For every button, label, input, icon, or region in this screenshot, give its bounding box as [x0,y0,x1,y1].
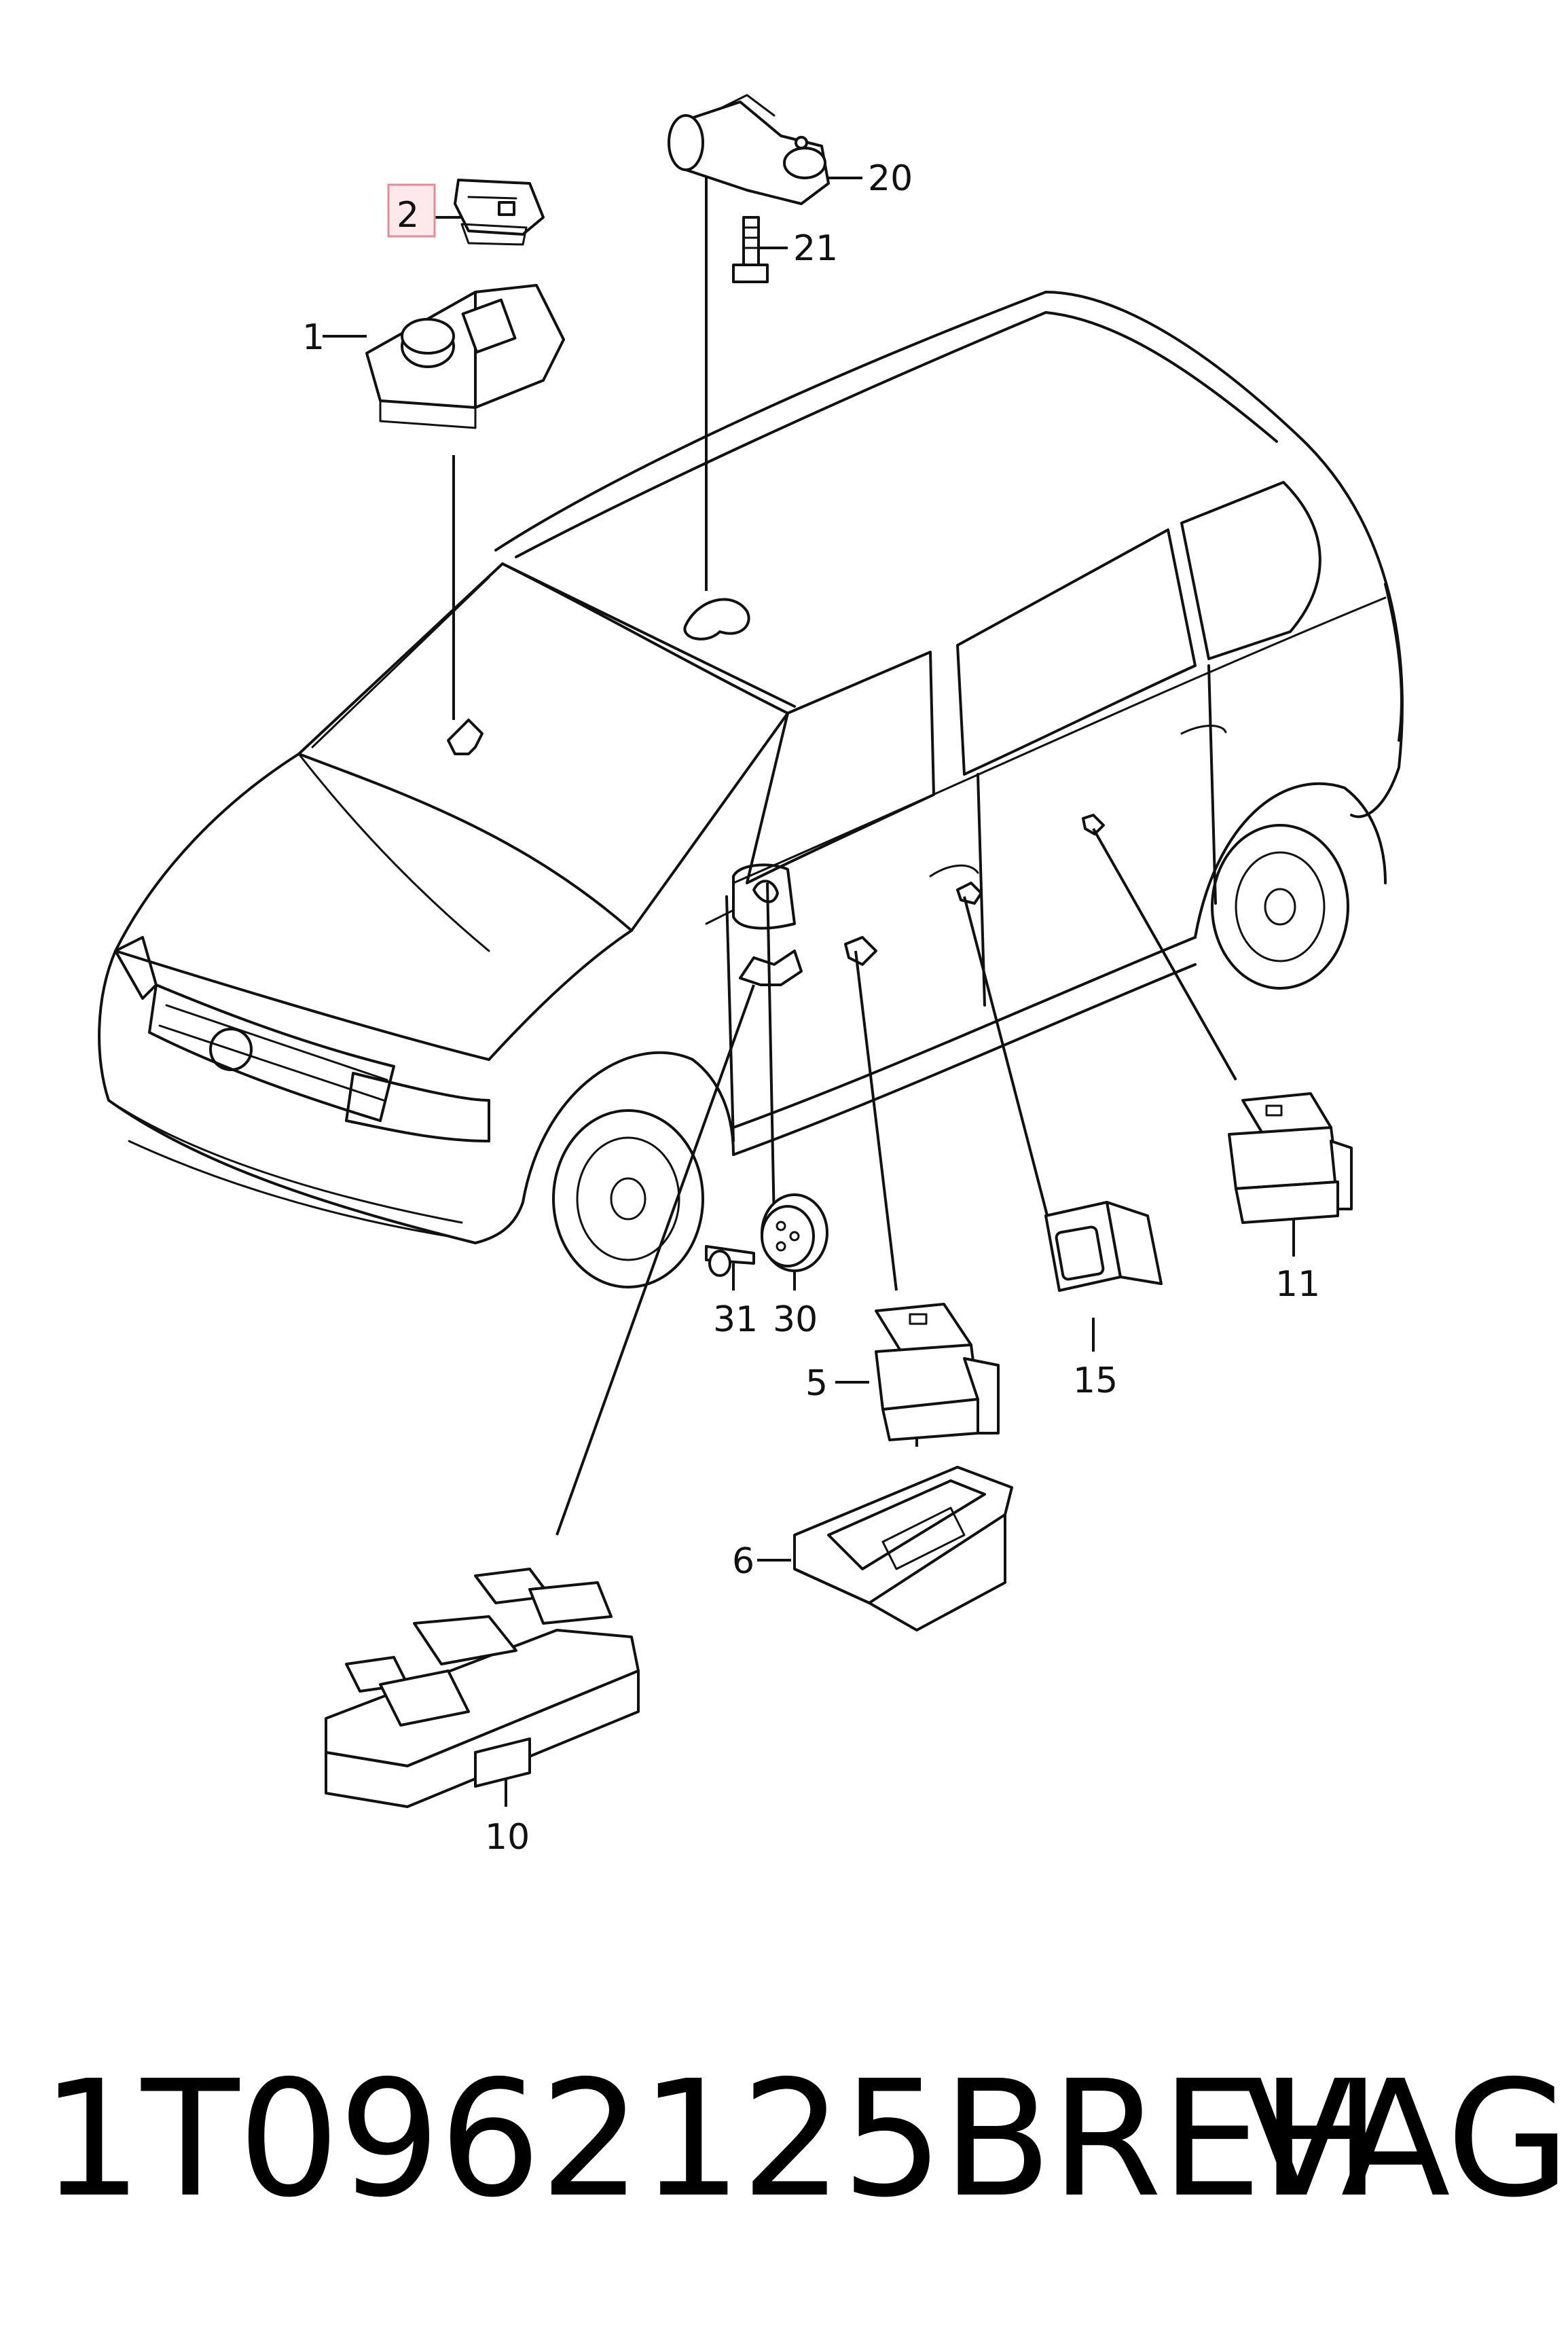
vehicle-outline [98,291,1404,1288]
brand-name: VAG [1243,2046,1568,2233]
callout-15[interactable]: 15 [1073,1360,1118,1401]
part-31-screw[interactable] [705,1245,755,1277]
part-number: 1T0962125BREH [41,2046,1381,2233]
part-10-master-switch[interactable] [325,1568,640,1808]
callout-5[interactable]: 5 [805,1363,828,1404]
callout-1[interactable]: 1 [302,317,325,358]
part-number-bar: 1T0962125BREH VAG [41,2038,1568,2241]
part-30-connector[interactable] [761,1193,828,1272]
callout-31[interactable]: 31 [713,1299,758,1340]
callout-11[interactable]: 11 [1275,1264,1320,1305]
part-20-motor[interactable] [668,94,830,205]
part-2-switch[interactable] [454,179,545,246]
part-11-rear-switch[interactable] [1228,1092,1353,1224]
callout-6[interactable]: 6 [732,1541,754,1582]
part-21-bolt[interactable] [732,216,769,283]
callout-2[interactable]: 2 [397,195,419,236]
callout-20[interactable]: 20 [868,158,913,199]
leader-lines [323,163,1295,1807]
part-6-trim-frame[interactable] [793,1466,1013,1631]
callout-2-highlight [387,183,436,238]
callout-21[interactable]: 21 [793,228,838,269]
callout-labels: 2 1 20 21 5 6 10 11 15 30 31 [302,158,1320,1858]
switch-locations [447,598,1105,986]
part-5-window-switch[interactable] [875,1303,1000,1441]
part-1-mirror-switch[interactable] [365,284,565,429]
callout-10[interactable]: 10 [485,1817,530,1858]
callout-30[interactable]: 30 [773,1299,818,1340]
part-15-switch[interactable] [1044,1201,1163,1292]
